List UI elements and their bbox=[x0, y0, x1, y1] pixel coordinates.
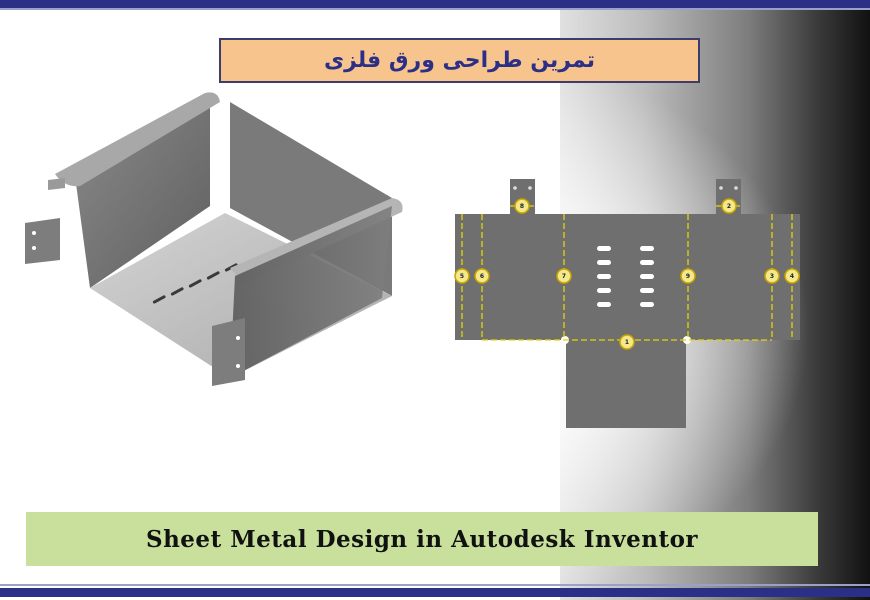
top-frame-bar bbox=[0, 0, 870, 8]
top-frame-line bbox=[0, 8, 870, 10]
bend-marker-5: 5 bbox=[454, 268, 470, 284]
left-tab bbox=[25, 218, 60, 264]
sheet-metal-3d-model bbox=[25, 92, 403, 386]
bend-marker-4: 4 bbox=[784, 268, 800, 284]
left-hem bbox=[55, 92, 220, 187]
floor-slots bbox=[152, 263, 238, 304]
bend-marker-2: 2 bbox=[721, 198, 737, 214]
page-title: تمرین طراحی ورق فلزی bbox=[323, 48, 596, 73]
title-banner: تمرین طراحی ورق فلزی bbox=[219, 38, 700, 83]
bend-marker-6: 6 bbox=[474, 268, 490, 284]
subtitle-banner: Sheet Metal Design in Autodesk Inventor bbox=[26, 512, 818, 566]
flat-bottom-panel bbox=[566, 340, 686, 428]
svg-text:8: 8 bbox=[520, 203, 524, 210]
bend-marker-9: 9 bbox=[680, 268, 696, 284]
page-subtitle: Sheet Metal Design in Autodesk Inventor bbox=[145, 525, 699, 553]
bend-markers: 8 2 5 6 7 9 3 4 1 bbox=[454, 198, 800, 350]
bottom-frame-bar bbox=[0, 588, 870, 597]
flat-pattern-drawing: 8 2 5 6 7 9 3 4 1 bbox=[454, 179, 800, 428]
bend-marker-7: 7 bbox=[556, 268, 572, 284]
left-flange bbox=[48, 178, 65, 190]
svg-text:2: 2 bbox=[727, 203, 731, 210]
svg-text:6: 6 bbox=[480, 273, 484, 280]
svg-text:5: 5 bbox=[460, 273, 464, 280]
front-wall bbox=[230, 206, 392, 378]
svg-text:3: 3 bbox=[770, 273, 774, 280]
svg-text:9: 9 bbox=[686, 273, 690, 280]
bend-marker-8: 8 bbox=[514, 198, 530, 214]
bend-marker-3: 3 bbox=[764, 268, 780, 284]
right-tab bbox=[212, 318, 245, 386]
svg-text:1: 1 bbox=[625, 339, 629, 346]
bend-marker-1: 1 bbox=[619, 334, 635, 350]
bottom-frame-line bbox=[0, 584, 870, 586]
svg-text:4: 4 bbox=[790, 273, 794, 280]
flat-slots bbox=[597, 246, 654, 307]
svg-text:7: 7 bbox=[562, 273, 566, 280]
left-wall bbox=[75, 96, 210, 288]
flat-main-panel bbox=[455, 214, 800, 340]
